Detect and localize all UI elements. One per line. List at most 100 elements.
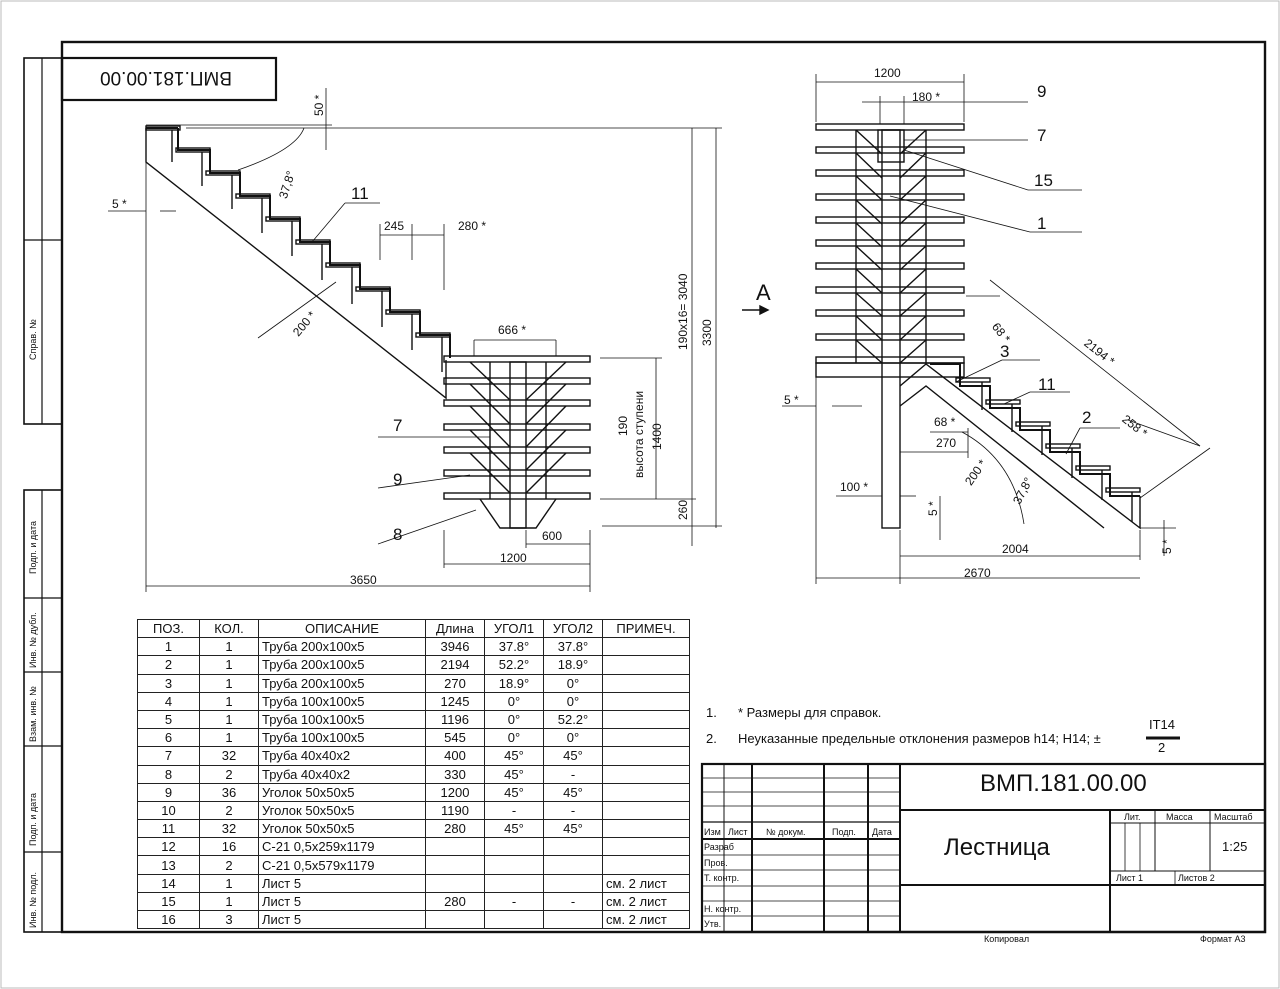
bom-cell-desc: Уголок 50x50x5 <box>258 819 426 839</box>
bom-cell-angle2: 37.8° <box>543 637 603 657</box>
view-arrow-label: A <box>756 280 771 305</box>
bom-table: ПОЗ. КОЛ. ОПИСАНИЕ Длина УГОЛ1 УГОЛ2 ПРИ… <box>137 618 690 930</box>
bom-cell-pos: 12 <box>137 837 200 857</box>
bom-cell-note <box>602 709 690 730</box>
dim-1400: 1400 <box>650 423 664 450</box>
note-2-frac-bottom: 2 <box>1158 740 1166 755</box>
bom-cell-desc: Труба 200x100x5 <box>258 655 426 675</box>
bom-header-qty: КОЛ. <box>199 618 259 639</box>
bom-cell-note <box>602 746 690 766</box>
bom-cell-angle2: 0° <box>543 691 603 711</box>
bom-cell-angle1 <box>484 909 544 930</box>
bom-cell-angle2 <box>543 837 603 857</box>
bom-cell-pos: 16 <box>137 909 200 930</box>
sheet-frame <box>60 40 1267 934</box>
bom-cell-angle2: 0° <box>543 728 603 748</box>
bom-cell-qty: 3 <box>199 909 259 930</box>
bom-cell-angle1: 0° <box>484 709 544 730</box>
bom-cell-angle2: 18.9° <box>543 655 603 675</box>
bom-cell-pos: 6 <box>137 728 200 748</box>
bom-cell-angle2 <box>543 909 603 930</box>
callout-11-right: 11 <box>1038 375 1056 394</box>
bom-cell-angle1: 0° <box>484 728 544 748</box>
dim-2004: 2004 <box>1002 542 1029 556</box>
side-label-sign-date-1: Подп. и дата <box>28 520 38 574</box>
dim-666: 666 * <box>498 323 527 337</box>
bom-cell-angle1: 0° <box>484 691 544 711</box>
bom-cell-qty: 1 <box>199 637 259 657</box>
callout-8-left: 8 <box>393 525 403 544</box>
scale-label: Масштаб <box>1214 812 1253 822</box>
top-stamp-number: ВМП.181.00.00 <box>100 67 232 88</box>
note-1-text: * Размеры для справок. <box>738 705 882 720</box>
bom-header-note: ПРИМЕЧ. <box>602 618 690 639</box>
row-label-norm-control: Н. контр. <box>704 904 742 914</box>
bom-cell-note <box>602 782 690 802</box>
bom-cell-note <box>602 728 690 748</box>
drawing-title: Лестница <box>944 834 1050 861</box>
bom-cell-note <box>602 655 690 675</box>
bom-cell-angle2: 45° <box>543 819 603 839</box>
callout-7-left: 7 <box>393 416 403 435</box>
bom-cell-desc: Уголок 50x50x5 <box>258 782 426 802</box>
bom-cell-qty: 32 <box>199 746 259 766</box>
dim-50: 50 * <box>312 94 326 116</box>
bom-cell-length: 270 <box>425 673 485 693</box>
change-header-list: Лист <box>728 827 748 837</box>
bom-cell-pos: 14 <box>137 873 200 893</box>
side-label-orig-inv: Инв. № подл. <box>28 871 38 928</box>
row-label-tech-control: Т. контр. <box>704 873 740 883</box>
dim-2670: 2670 <box>964 566 991 580</box>
bom-cell-angle1 <box>484 855 544 875</box>
dim-180: 180 * <box>912 90 941 104</box>
bom-cell-qty: 1 <box>199 873 259 893</box>
dim-rise-total: 190x16= 3040 <box>676 273 690 350</box>
dim-5-left: 5 * <box>112 197 127 211</box>
bom-cell-angle2: 45° <box>543 746 603 766</box>
bom-cell-angle1: 18.9° <box>484 673 544 693</box>
bom-cell-desc: Труба 40x40x2 <box>258 746 426 766</box>
bom-cell-pos: 1 <box>137 637 200 657</box>
callout-9-right: 9 <box>1037 82 1047 101</box>
bom-cell-angle2: - <box>543 764 603 784</box>
bom-cell-angle1: 45° <box>484 782 544 802</box>
bom-cell-angle1: - <box>484 800 544 821</box>
bom-cell-angle1 <box>484 837 544 857</box>
bom-cell-length: 1200 <box>425 782 485 802</box>
bom-cell-note <box>602 837 690 857</box>
bom-cell-pos: 8 <box>137 764 200 784</box>
note-2-text: Неуказанные предельные отклонения размер… <box>738 731 1101 746</box>
bom-cell-pos: 10 <box>137 800 200 821</box>
scale-value: 1:25 <box>1222 839 1248 854</box>
bom-cell-length: 280 <box>425 891 485 912</box>
bom-cell-note: см. 2 лист <box>602 873 690 893</box>
bom-cell-desc: С-21 0,5x579x1179 <box>258 855 426 875</box>
bom-cell-length <box>425 855 485 875</box>
bom-cell-qty: 1 <box>199 891 259 912</box>
dim-245: 245 <box>384 219 405 233</box>
callout-15-right: 15 <box>1034 171 1053 190</box>
bom-cell-length: 2194 <box>425 655 485 675</box>
bom-cell-angle1: 45° <box>484 746 544 766</box>
bom-cell-qty: 1 <box>199 709 259 730</box>
bom-cell-desc: Уголок 50x50x5 <box>258 800 426 821</box>
dim-5-corner: 5 * <box>1160 539 1174 554</box>
bom-cell-angle2: - <box>543 891 603 912</box>
bom-cell-qty: 32 <box>199 819 259 839</box>
bom-cell-pos: 3 <box>137 673 200 693</box>
bom-header-angle1: УГОЛ1 <box>484 618 544 639</box>
bom-cell-qty: 1 <box>199 655 259 675</box>
bom-cell-desc: Труба 100x100x5 <box>258 728 426 748</box>
change-header-date: Дата <box>872 827 892 837</box>
bom-cell-length: 330 <box>425 764 485 784</box>
bom-cell-pos: 2 <box>137 655 200 675</box>
bom-header-angle2: УГОЛ2 <box>543 618 603 639</box>
bom-cell-qty: 36 <box>199 782 259 802</box>
bom-cell-angle2: - <box>543 800 603 821</box>
bom-cell-note <box>602 800 690 821</box>
